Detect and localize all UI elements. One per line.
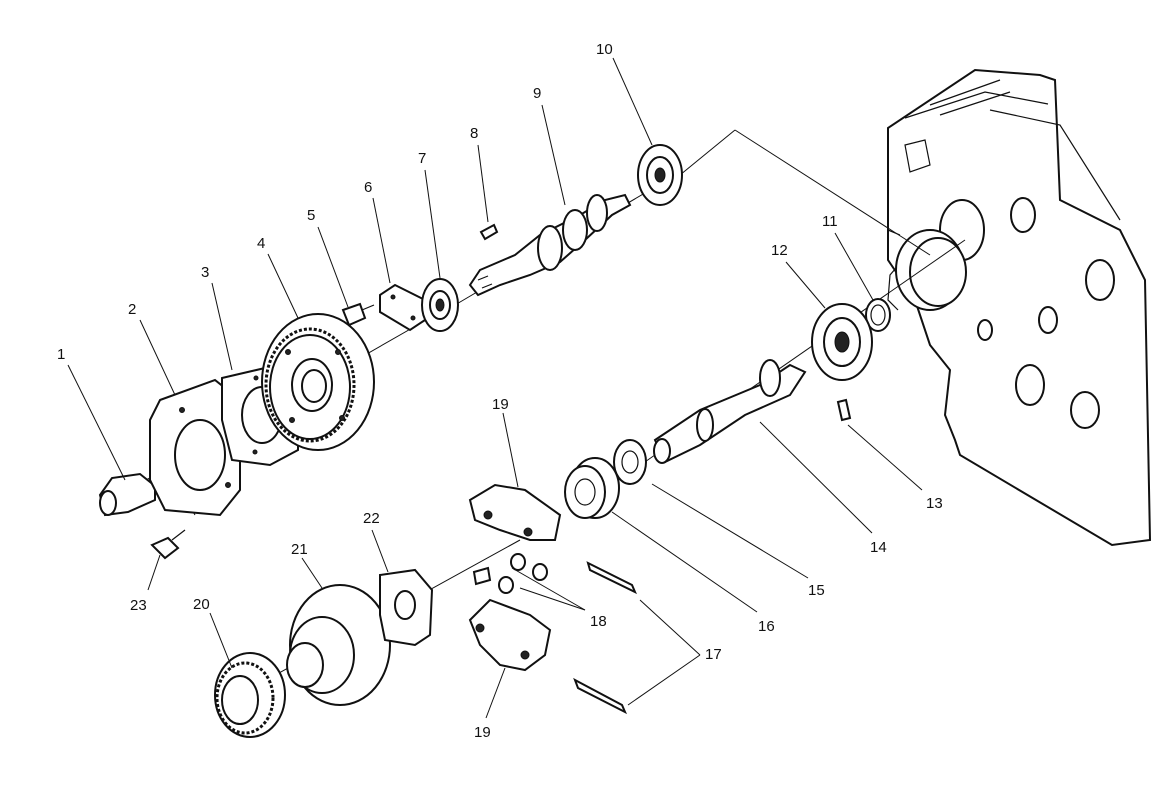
callout-15: 15 (808, 582, 825, 599)
part-15-washer (613, 439, 647, 485)
part-9-camshaft (468, 193, 632, 297)
callout-19-lower: 19 (474, 724, 491, 741)
callout-11: 11 (822, 213, 838, 230)
crankcase-block (887, 68, 1152, 547)
part-11-snap-ring (865, 298, 891, 332)
part-10-bearing (637, 144, 683, 206)
part-4-camshaft-gear (261, 313, 375, 451)
part-14-governor-shaft (653, 359, 807, 464)
callout-23: 23 (130, 597, 147, 614)
part-2-flange-plate (149, 378, 241, 517)
callout-12: 12 (771, 242, 788, 259)
part-5-bolt (341, 302, 375, 327)
callout-3: 3 (201, 264, 209, 281)
part-19-weight-upper (468, 483, 562, 541)
callout-22: 22 (363, 510, 380, 527)
callout-14: 14 (870, 539, 887, 556)
callout-8: 8 (470, 125, 478, 142)
part-22-spacer-block (379, 568, 434, 647)
part-19-weight-lower (468, 598, 552, 672)
part-17-pins (573, 561, 637, 715)
part-21-governor-drum (286, 584, 391, 706)
leader-lines (67, 57, 923, 719)
callout-5: 5 (307, 207, 315, 224)
part-18-screws (472, 553, 548, 594)
callout-13: 13 (926, 495, 943, 512)
callout-4: 4 (257, 235, 265, 252)
callout-21: 21 (291, 541, 308, 558)
callout-10: 10 (596, 41, 613, 58)
callout-17: 17 (705, 646, 722, 663)
callout-19-upper: 19 (492, 396, 509, 413)
part-1-nut (98, 472, 156, 517)
callout-20: 20 (193, 596, 210, 613)
part-20-pinion-gear (214, 652, 286, 738)
part-8-key (479, 223, 499, 241)
callout-16: 16 (758, 618, 775, 635)
part-16-governor-sleeve (564, 457, 620, 519)
part-13-screw (836, 398, 852, 422)
part-12-bearing (811, 303, 873, 381)
callout-18: 18 (590, 613, 607, 630)
callout-2: 2 (128, 301, 136, 318)
callout-6: 6 (364, 179, 372, 196)
callout-7: 7 (418, 150, 426, 167)
callout-9: 9 (533, 85, 541, 102)
part-6-retainer-plate (379, 283, 426, 332)
part-7-bearing (421, 278, 459, 332)
part-23-bolt (150, 529, 186, 560)
callout-1: 1 (57, 346, 65, 363)
callout-labels: 1 2 3 4 5 6 7 8 9 10 11 12 13 14 15 16 1… (57, 41, 943, 741)
